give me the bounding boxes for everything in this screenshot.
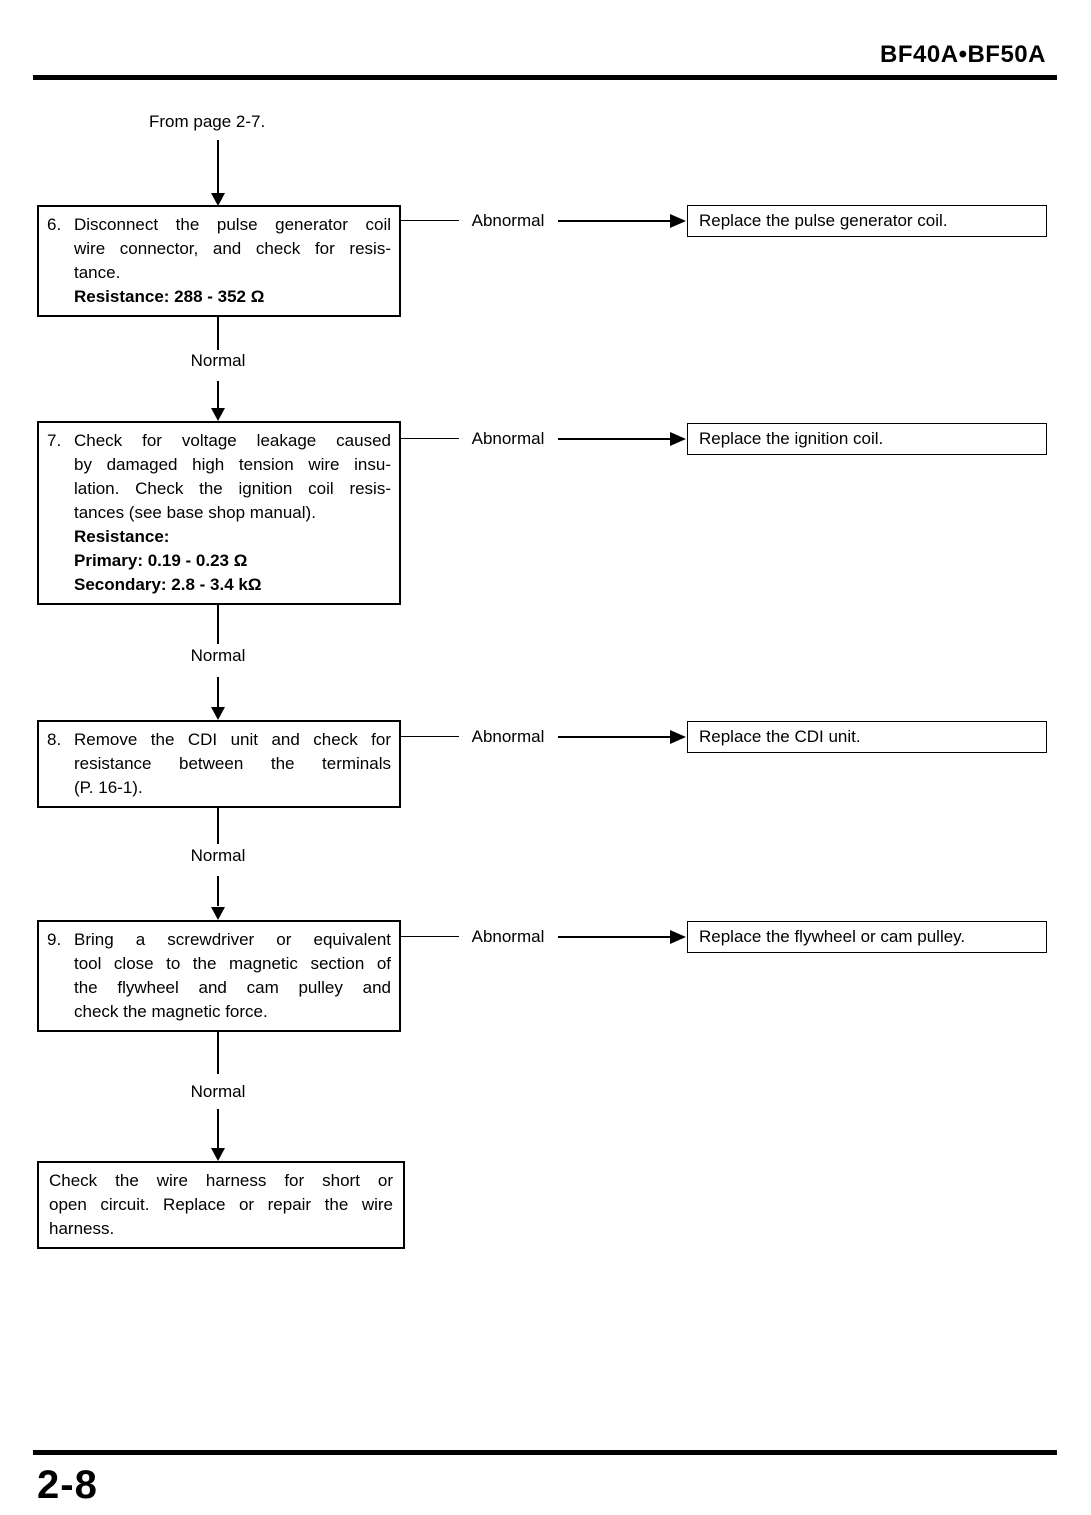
connector-line: [558, 438, 670, 440]
step-number: 6.: [47, 215, 62, 234]
header-rule: [33, 75, 1057, 80]
step-text-line: tool close to the magnetic section of: [74, 954, 391, 973]
action-box-9: Replace the flywheel or cam pulley.: [687, 921, 1047, 953]
arrow-right-icon: [670, 930, 686, 944]
arrow-down-icon: [211, 408, 225, 421]
step-text-line: tance.: [74, 263, 121, 282]
flow-line: [217, 1032, 219, 1074]
step-text-line: Disconnect the pulse generator coil: [74, 215, 391, 234]
step-text-line: wire connector, and check for resis-: [74, 239, 391, 258]
abnormal-label: Abnormal: [471, 211, 545, 230]
arrow-down-icon: [211, 707, 225, 720]
connector-line: [401, 220, 459, 221]
step-text-line: the flywheel and cam pulley and: [74, 978, 391, 997]
connector-line: [401, 736, 459, 737]
page-number: 2-8: [37, 1463, 98, 1507]
step-text-line: Bring a screwdriver or equivalent: [74, 930, 391, 949]
arrow-down-icon: [211, 907, 225, 920]
flow-line: [217, 1109, 219, 1148]
action-text: Replace the pulse generator coil.: [699, 211, 948, 230]
flow-line: [217, 677, 219, 708]
flow-line: [217, 605, 219, 644]
abnormal-label: Abnormal: [471, 727, 545, 746]
arrow-down-icon: [211, 1148, 225, 1161]
arrow-down-icon: [211, 193, 225, 206]
step-spec-line: Resistance:: [74, 527, 170, 546]
step-6-box: 6. Disconnect the pulse generator coil w…: [37, 205, 401, 317]
step-8-box: 8. Remove the CDI unit and check for res…: [37, 720, 401, 808]
step-text-line: open circuit. Replace or repair the wire: [49, 1195, 393, 1214]
connector-line: [558, 736, 670, 738]
step-text-line: Check the wire harness for short or: [49, 1171, 393, 1190]
step-text-line: lation. Check the ignition coil resis-: [74, 479, 391, 498]
step-text-line: Check for voltage leakage caused: [74, 431, 391, 450]
action-box-8: Replace the CDI unit.: [687, 721, 1047, 753]
step-number: 8.: [47, 730, 62, 749]
action-text: Replace the flywheel or cam pulley.: [699, 927, 966, 946]
step-text-line: Remove the CDI unit and check for: [74, 730, 391, 749]
action-box-7: Replace the ignition coil.: [687, 423, 1047, 455]
step-spec-line: Resistance: 288 - 352 Ω: [74, 287, 265, 306]
step-text-line: harness.: [49, 1219, 115, 1238]
connector-line: [558, 220, 670, 222]
action-box-6: Replace the pulse generator coil.: [687, 205, 1047, 237]
abnormal-label: Abnormal: [471, 927, 545, 946]
flow-line: [217, 808, 219, 844]
final-step-box: Check the wire harness for short or open…: [37, 1161, 405, 1249]
connector-line: [558, 936, 670, 938]
abnormal-label: Abnormal: [471, 429, 545, 448]
step-number: 9.: [47, 930, 62, 949]
step-text-line: tances (see base shop manual).: [74, 503, 316, 522]
step-spec-line: Secondary: 2.8 - 3.4 kΩ: [74, 575, 262, 594]
flow-line: [217, 381, 219, 409]
action-text: Replace the CDI unit.: [699, 727, 861, 746]
step-text-line: resistance between the terminals: [74, 754, 391, 773]
from-page-label: From page 2-7.: [149, 112, 266, 131]
step-text-line: by damaged high tension wire insu-: [74, 455, 391, 474]
arrow-right-icon: [670, 730, 686, 744]
action-text: Replace the ignition coil.: [699, 429, 884, 448]
footer-rule: [33, 1450, 1057, 1455]
normal-label: Normal: [190, 351, 246, 370]
arrow-right-icon: [670, 432, 686, 446]
step-9-box: 9. Bring a screwdriver or equivalent too…: [37, 920, 401, 1032]
step-7-box: 7. Check for voltage leakage caused by d…: [37, 421, 401, 605]
normal-label: Normal: [190, 846, 246, 865]
step-number: 7.: [47, 431, 62, 450]
flow-line: [217, 140, 219, 193]
step-spec-line: Primary: 0.19 - 0.23 Ω: [74, 551, 248, 570]
normal-label: Normal: [190, 646, 246, 665]
arrow-right-icon: [670, 214, 686, 228]
connector-line: [401, 438, 459, 439]
step-text-line: check the magnetic force.: [74, 1002, 268, 1021]
page-title: BF40A•BF50A: [880, 41, 1046, 68]
normal-label: Normal: [190, 1082, 246, 1101]
connector-line: [401, 936, 459, 937]
flow-line: [217, 876, 219, 906]
flow-line: [217, 317, 219, 350]
step-text-line: (P. 16-1).: [74, 778, 143, 797]
